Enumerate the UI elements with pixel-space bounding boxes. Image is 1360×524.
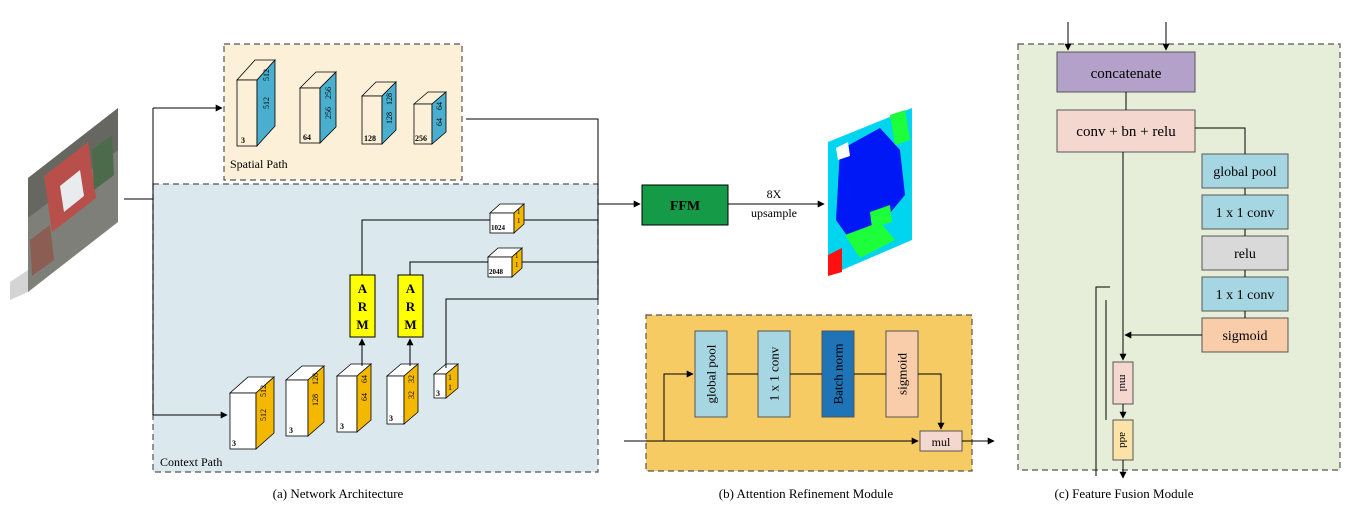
ffm-module-caption: (c) Feature Fusion Module xyxy=(1054,486,1193,501)
spatial-block-4-dim-a: 64 xyxy=(435,102,444,110)
context-block-1-dim-b: 512 xyxy=(259,409,268,421)
context-block-5 xyxy=(432,363,460,399)
arm-box-2-letter-a: A xyxy=(406,281,416,296)
ffm-conv-bn-relu xyxy=(1056,109,1196,153)
context-block-5-dim-b: 1 xyxy=(448,383,452,392)
arm-box-2-letter-r: R xyxy=(406,299,416,314)
spatial-block-2 xyxy=(299,71,337,144)
arm-sigmoid-label: sigmoid xyxy=(895,353,910,395)
ffm-conv-1 xyxy=(1201,194,1289,230)
input-aerial-image xyxy=(10,108,118,300)
output-segmentation-map xyxy=(828,108,912,276)
context-block-5-dim-a: 1 xyxy=(448,373,452,382)
spatial-block-1-channels: 3 xyxy=(241,136,245,145)
ffm-conv-2-label: 1 x 1 conv xyxy=(1216,288,1275,303)
ffm-add-label: add xyxy=(1117,432,1129,448)
context-block-2 xyxy=(284,365,326,437)
context-block-4-dim-a: 32 xyxy=(407,375,416,383)
upsample-label: upsample xyxy=(751,206,797,220)
arm-box-1 xyxy=(349,274,376,338)
context-top-block-2048-channels: 2048 xyxy=(489,268,504,276)
spatial-block-3-dim-a: 128 xyxy=(385,93,394,105)
spatial-block-1-dim-a: 512 xyxy=(262,69,271,81)
context-block-3-dim-b: 64 xyxy=(360,393,369,401)
context-block-4 xyxy=(385,363,420,425)
spatial-block-2-channels: 64 xyxy=(303,133,311,142)
context-block-3-channels: 3 xyxy=(340,422,344,431)
context-block-1-channels: 3 xyxy=(232,439,236,448)
context-block-1 xyxy=(228,376,276,450)
context-top-block-1024-channels: 1024 xyxy=(491,224,506,232)
spatial-block-4 xyxy=(412,91,448,145)
ffm-mul-label: mul xyxy=(1117,374,1129,391)
context-block-2-channels: 3 xyxy=(289,426,293,435)
arm-conv-label: 1 x 1 conv xyxy=(767,346,782,401)
spatial-block-2-dim-a: 256 xyxy=(324,87,333,99)
spatial-to-ffm-line xyxy=(466,118,599,204)
arm-module-connectors xyxy=(624,370,995,445)
ffm-module-connectors xyxy=(1064,22,1246,479)
arm-batch-norm xyxy=(821,330,855,418)
ffm-conv-2 xyxy=(1201,276,1289,312)
context-block-2-dim-b: 128 xyxy=(311,394,320,406)
ffm-conv-bn-relu-label: conv + bn + relu xyxy=(1076,124,1176,140)
spatial-block-4-dim-b: 64 xyxy=(435,118,444,126)
arm-global-pool-label: global pool xyxy=(704,344,719,403)
ffm-relu-label: relu xyxy=(1234,247,1256,262)
spatial-block-3 xyxy=(361,81,397,145)
ffm-sigmoid xyxy=(1201,317,1289,353)
spatial-path-label: Spatial Path xyxy=(230,157,288,171)
spatial-block-1 xyxy=(236,58,276,148)
spatial-block-2-dim-b: 256 xyxy=(324,107,333,119)
arm-module-caption: (b) Attention Refinement Module xyxy=(719,486,894,501)
context-block-3-dim-a: 64 xyxy=(360,375,369,383)
arm-box-2 xyxy=(397,274,424,338)
arm-box-1-letter-m: M xyxy=(356,317,368,332)
context-block-2-dim-a: 128 xyxy=(311,373,320,385)
ffm-concatenate xyxy=(1056,51,1196,93)
context-block-1-dim-a: 512 xyxy=(259,385,268,397)
context-connectors xyxy=(358,200,641,368)
ffm-sigmoid-label: sigmoid xyxy=(1222,329,1267,344)
ffm-conv-1-label: 1 x 1 conv xyxy=(1216,206,1275,221)
context-block-4-dim-b: 32 xyxy=(407,391,416,399)
ffm-global-pool xyxy=(1201,153,1289,189)
context-top-block-2048 xyxy=(486,247,524,278)
ffm-block xyxy=(641,184,729,226)
ffm-concatenate-label: concatenate xyxy=(1091,66,1162,82)
ffm-module-box xyxy=(1017,43,1341,471)
context-path-label: Context Path xyxy=(160,455,222,469)
ffm-relu xyxy=(1201,235,1289,271)
input-connectors xyxy=(124,104,228,419)
context-top-block-1024 xyxy=(488,203,526,234)
context-block-5-channels: 3 xyxy=(436,389,440,398)
ffm-global-pool-label: global pool xyxy=(1213,165,1276,180)
spatial-block-3-dim-b: 128 xyxy=(385,112,394,124)
spatial-block-4-channels: 256 xyxy=(415,134,427,143)
context-block-4-channels: 3 xyxy=(389,414,393,423)
arm-box-2-letter-m: M xyxy=(404,317,416,332)
upsample-factor: 8X xyxy=(767,187,782,201)
arm-box-1-letter-a: A xyxy=(358,281,368,296)
arm-batch-norm-label: Batch norm xyxy=(831,343,846,404)
arm-mul-label: mul xyxy=(932,435,951,449)
context-block-3 xyxy=(335,363,373,433)
spatial-block-3-channels: 128 xyxy=(364,134,376,143)
network-caption: (a) Network Architecture xyxy=(273,486,404,501)
spatial-block-1-dim-b: 512 xyxy=(262,97,271,109)
ffm-block-label: FFM xyxy=(670,199,700,214)
arm-box-1-letter-r: R xyxy=(358,299,368,314)
context-top-block-2048-dim-b: 1 xyxy=(515,261,519,269)
context-top-block-1024-dim-a: 1 xyxy=(517,208,521,216)
context-top-block-1024-dim-b: 1 xyxy=(517,217,521,225)
context-top-block-2048-dim-a: 1 xyxy=(515,252,519,260)
